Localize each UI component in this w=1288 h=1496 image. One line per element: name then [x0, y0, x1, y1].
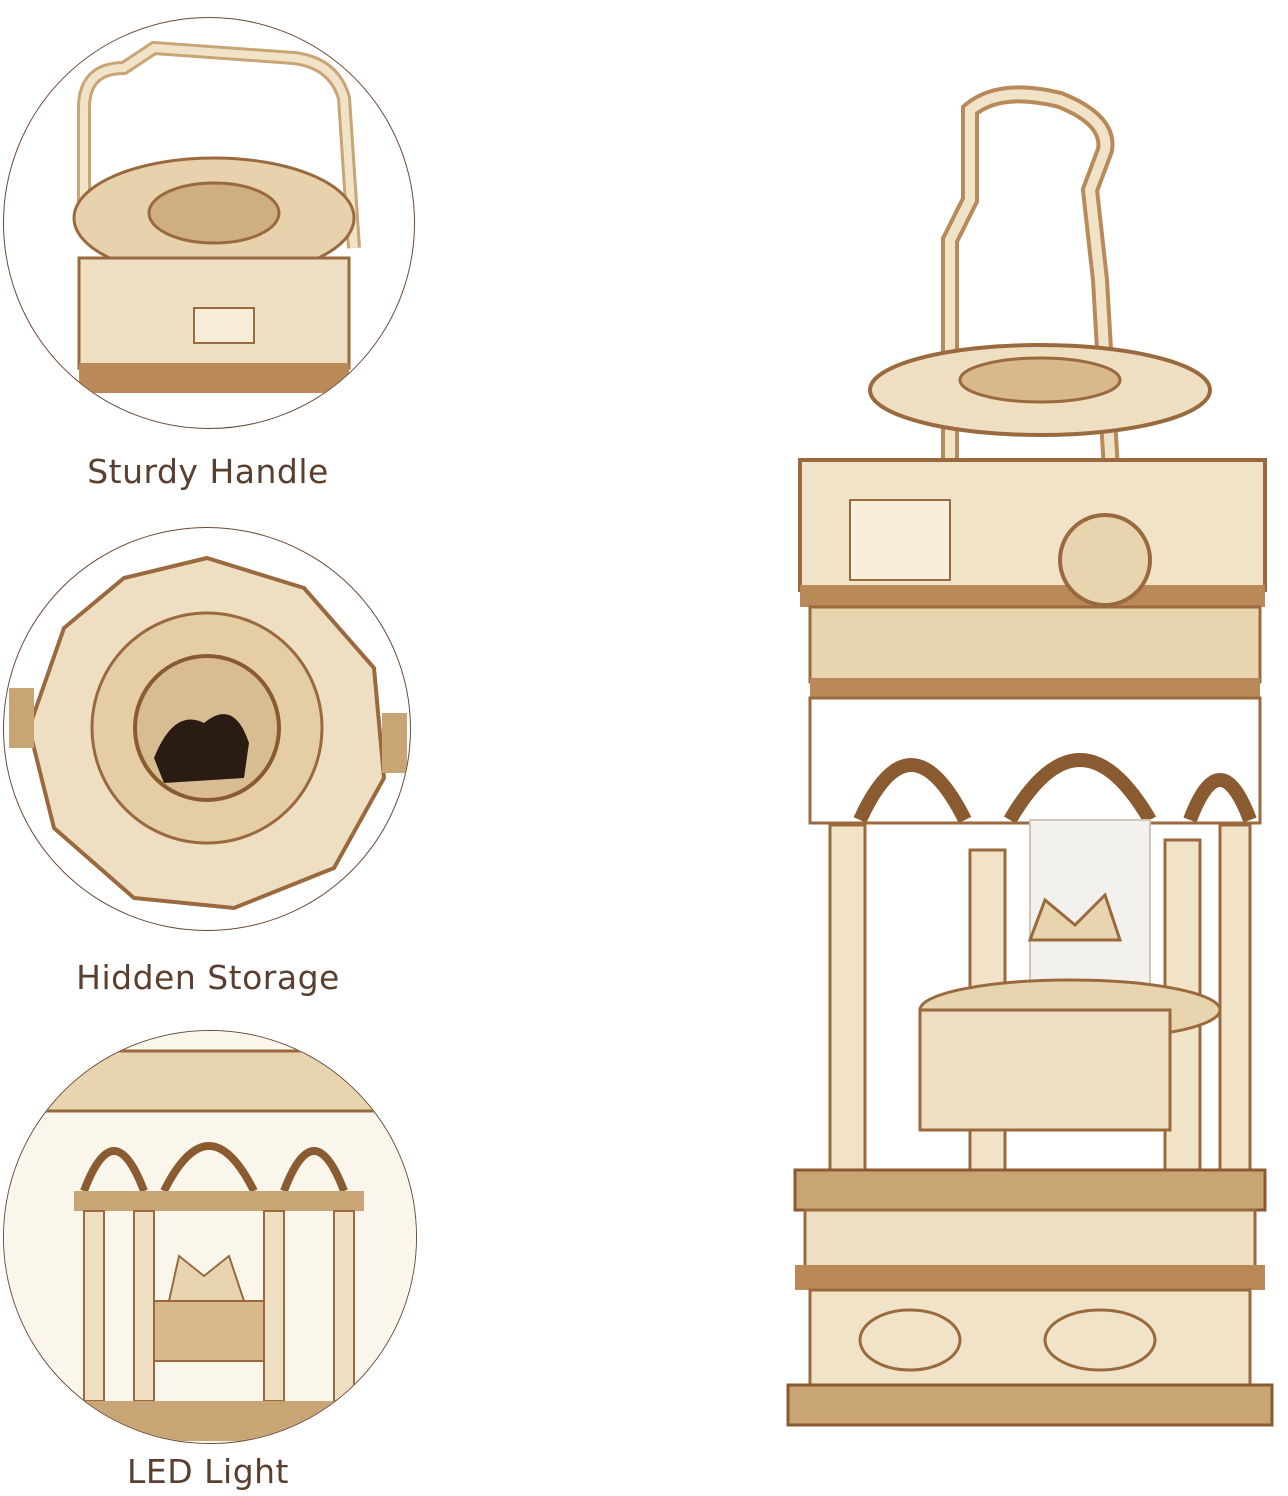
sturdy-handle-image — [3, 17, 415, 429]
feature-label: LED Light — [127, 1452, 289, 1491]
hidden-storage-image — [3, 527, 411, 931]
led-light-image — [3, 1030, 417, 1444]
feature-label: Sturdy Handle — [87, 452, 329, 491]
feature-label: Hidden Storage — [76, 958, 340, 997]
lantern-product-image — [770, 80, 1288, 1440]
